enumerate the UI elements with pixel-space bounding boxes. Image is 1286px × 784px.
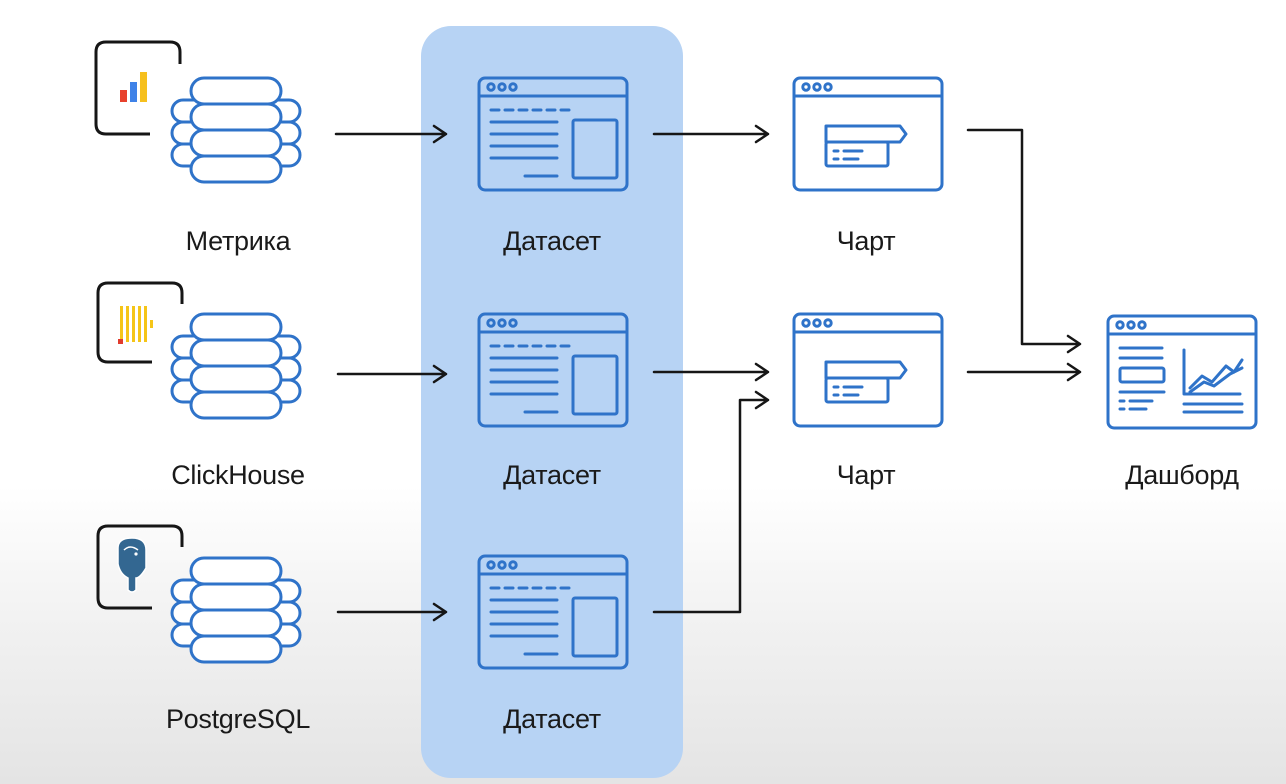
arrow-dataset1-to-chart1	[652, 124, 770, 144]
dashboard-label: Дашборд	[1125, 460, 1239, 490]
chart-label-1: Чарт	[836, 226, 896, 256]
dataset-label-1: Датасет	[503, 226, 601, 256]
source-label-clickhouse: ClickHouse	[171, 460, 305, 490]
flow-arrows	[334, 124, 1082, 622]
arrow-postgresql-to-dataset	[336, 602, 448, 622]
arrow-metrika-to-dataset	[334, 124, 448, 144]
postgresql-elephant-logo	[117, 537, 147, 593]
dataset-label-3: Датасет	[503, 704, 601, 734]
arrow-clickhouse-to-dataset	[336, 364, 448, 384]
chart-icon-1[interactable]	[792, 76, 944, 192]
metrika-database-icon	[170, 76, 302, 184]
dataset-column-highlight	[421, 26, 683, 778]
dashboard-icon[interactable]	[1106, 314, 1258, 430]
source-label-postgresql: PostgreSQL	[165, 704, 311, 734]
postgresql-database-icon	[170, 556, 302, 664]
clickhouse-source[interactable]	[96, 281, 302, 420]
source-label-metrika: Метрика	[185, 226, 291, 256]
metrika-source[interactable]	[94, 40, 302, 184]
dataset-label-2: Датасет	[503, 460, 601, 490]
arrow-chart2-to-dashboard	[966, 362, 1082, 382]
arrow-chart1-to-dashboard	[966, 128, 1082, 354]
arrow-dataset3-to-chart2	[652, 390, 770, 614]
clickhouse-logo	[118, 306, 153, 344]
arrow-dataset2-to-chart2	[652, 362, 770, 382]
postgresql-source[interactable]	[96, 524, 302, 664]
postgresql-logo-frame	[96, 524, 184, 610]
metrika-logo-frame	[94, 40, 182, 136]
clickhouse-logo-frame	[96, 281, 184, 364]
clickhouse-database-icon	[170, 312, 302, 420]
yandex-metrica-logo	[120, 72, 147, 102]
chart-icon-2[interactable]	[792, 312, 944, 428]
chart-label-2: Чарт	[836, 460, 896, 490]
